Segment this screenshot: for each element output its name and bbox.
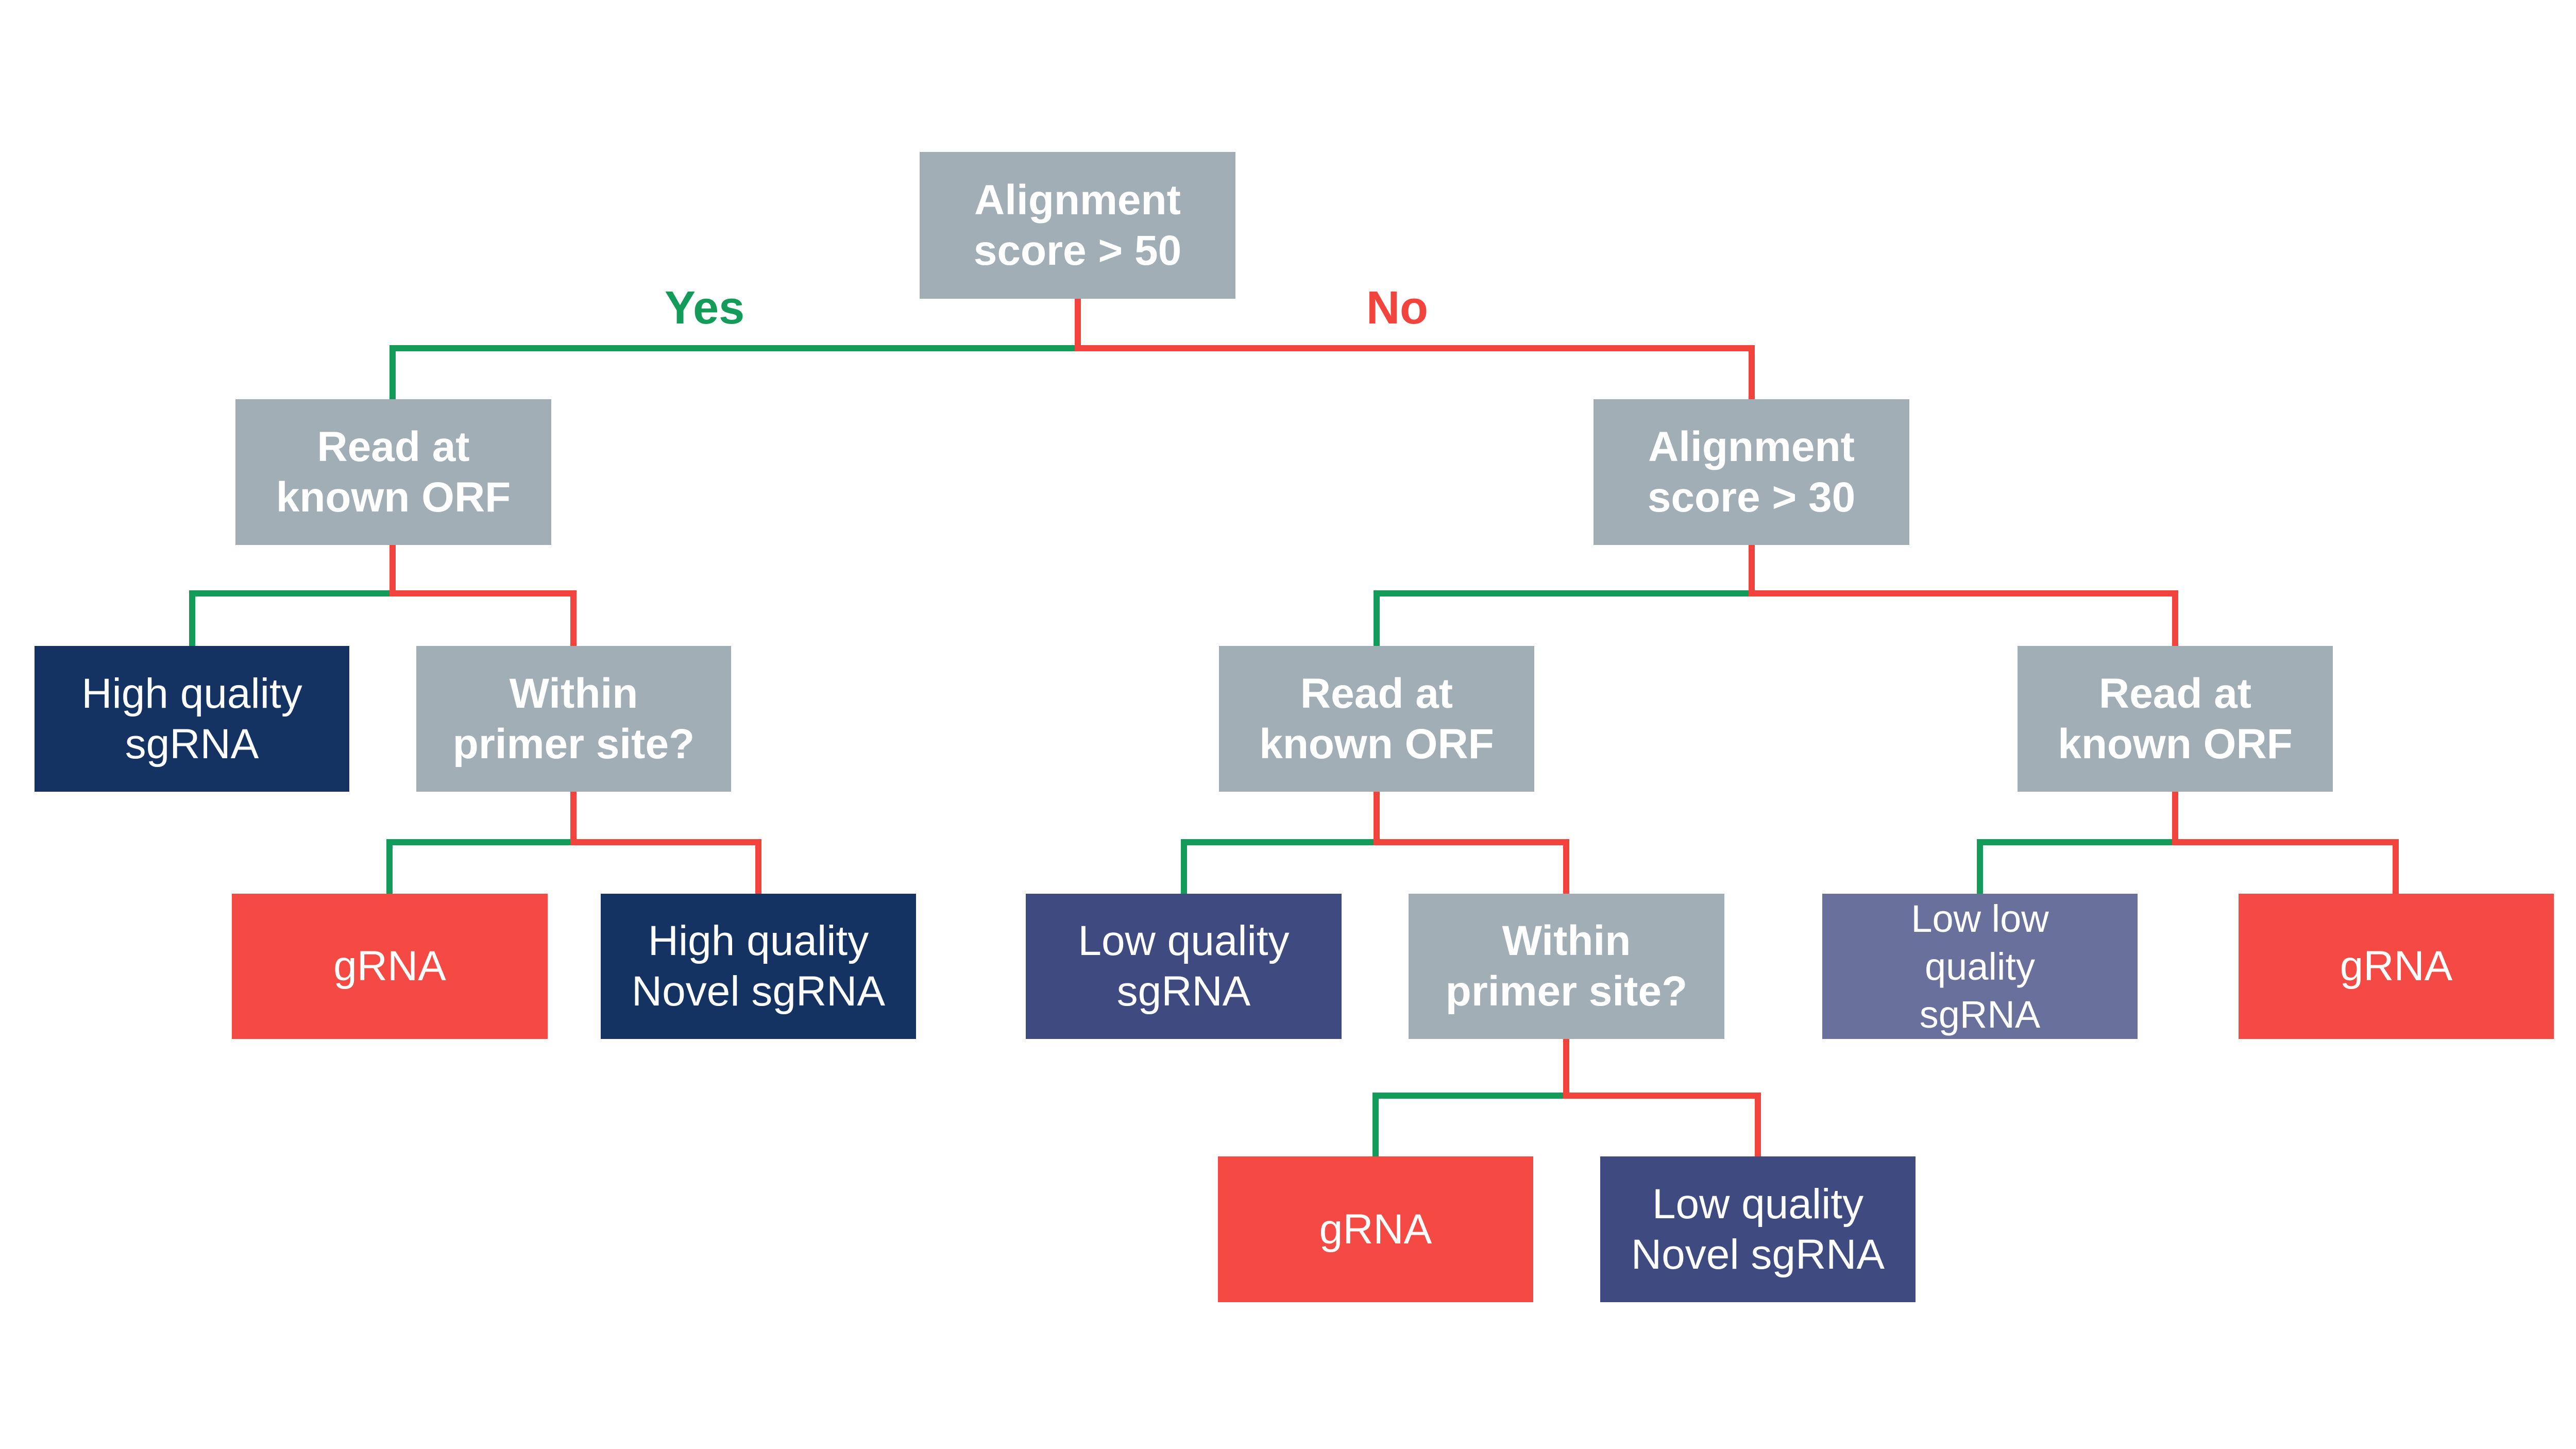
- node-label-line: High quality: [81, 670, 302, 717]
- edge-left-orf-no: [389, 542, 577, 649]
- edge-right-orf-no: [2172, 789, 2399, 897]
- node-label-line: Low low: [1911, 897, 2049, 940]
- node-label-line: Within: [509, 670, 638, 717]
- node-label-line: sgRNA: [1919, 993, 2041, 1036]
- bottom-grna-node: gRNA: [1218, 1156, 1533, 1302]
- node-label-line: Low quality: [1652, 1180, 1864, 1228]
- node-label-line: Read at: [1300, 670, 1453, 717]
- node-label-line: High quality: [648, 917, 869, 964]
- node-label-line: Within: [1502, 917, 1631, 964]
- node-label-line: Novel sgRNA: [1631, 1231, 1885, 1278]
- edge-right-orf-yes: [1977, 789, 2178, 897]
- node-label-line: Alignment: [1648, 423, 1855, 470]
- right-low-low-quality-sgrna-node: Low low quality sgRNA: [1822, 894, 2138, 1039]
- node-label-line: Novel sgRNA: [631, 968, 886, 1015]
- node-label-line: known ORF: [276, 473, 511, 521]
- node-label-line: quality: [1925, 945, 2035, 988]
- node-label-line: gRNA: [2340, 943, 2453, 990]
- node-label-line: Read at: [317, 423, 470, 470]
- edge-right-score-no: [1749, 542, 2178, 649]
- edge-mid-orf-yes: [1181, 789, 1380, 897]
- edge-left-orf-yes: [189, 542, 396, 649]
- node-label-line: known ORF: [1259, 720, 1494, 768]
- edge-mid-primer-yes: [1372, 1036, 1569, 1160]
- edge-mid-orf-no: [1374, 789, 1569, 897]
- edge-right-score-yes: [1374, 542, 1755, 649]
- node-label-line: Read at: [2098, 670, 2252, 717]
- edge-mid-primer-no: [1563, 1036, 1761, 1160]
- node-label-line: Low quality: [1078, 917, 1290, 964]
- left-grna-node: gRNA: [232, 894, 548, 1039]
- no-branch-label: No: [1366, 282, 1428, 334]
- edge-root-no: [1075, 296, 1755, 402]
- node-label-line: gRNA: [333, 943, 446, 990]
- node-label-line: sgRNA: [125, 720, 259, 768]
- node-label-line: score > 50: [973, 227, 1182, 274]
- node-label-line: primer site?: [1445, 968, 1688, 1015]
- yes-branch-label: Yes: [665, 282, 745, 334]
- node-label-line: Alignment: [974, 176, 1181, 224]
- node-label-line: known ORF: [2058, 720, 2293, 768]
- edge-left-primer-no: [570, 789, 761, 897]
- node-label-line: sgRNA: [1116, 968, 1251, 1015]
- node-label-line: gRNA: [1319, 1205, 1432, 1253]
- right-grna-node: gRNA: [2239, 894, 2554, 1039]
- node-label-line: score > 30: [1647, 473, 1856, 521]
- edge-left-primer-yes: [386, 789, 577, 897]
- node-label-line: primer site?: [452, 720, 695, 768]
